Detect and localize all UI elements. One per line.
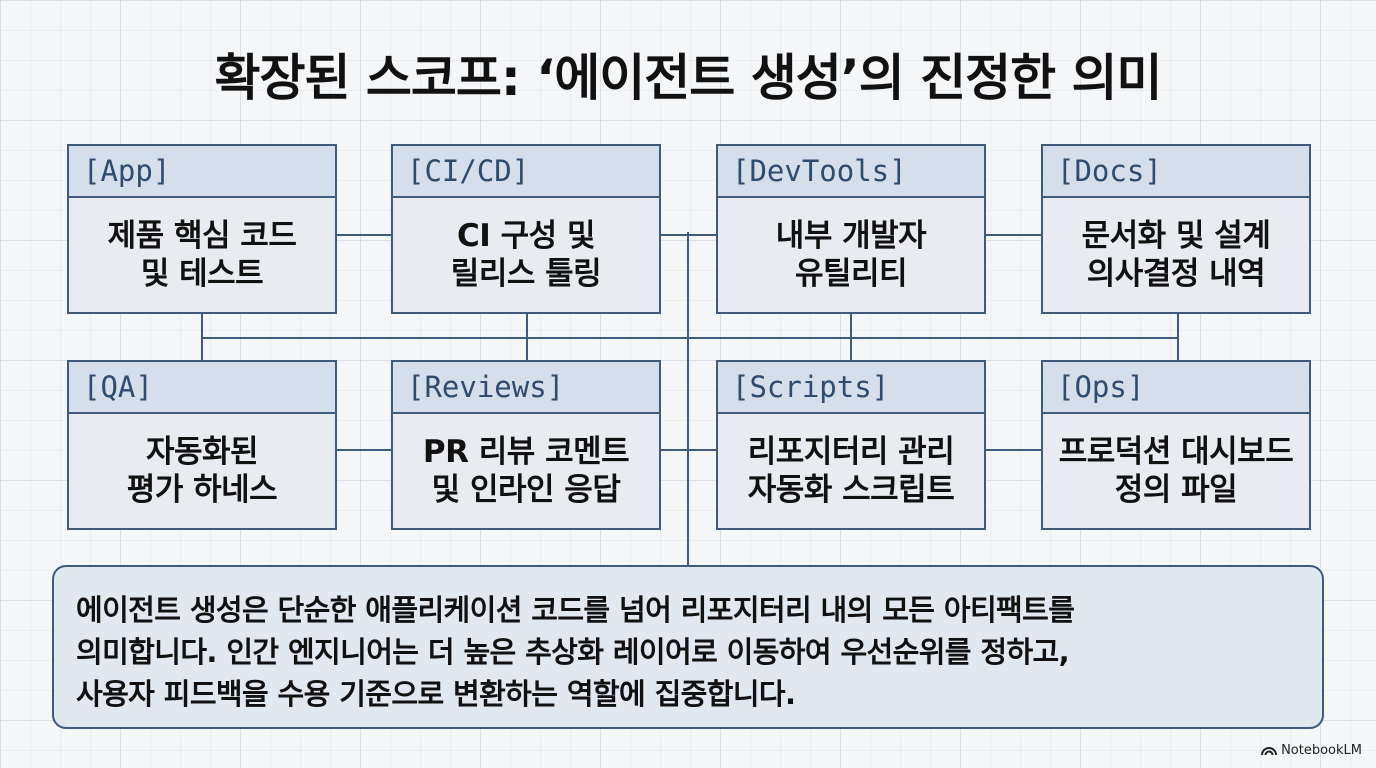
- page-title: 확장된 스코프: ‘에이전트 생성’의 진정한 의미: [214, 49, 1162, 107]
- summary-line: 사용자 피드백을 수용 기준으로 변환하는 역할에 집중합니다.: [76, 677, 796, 711]
- brand-label: NotebookLM: [1281, 743, 1362, 758]
- card-tag: [Reviews]: [393, 362, 659, 414]
- card-tag: [Ops]: [1043, 362, 1309, 414]
- card-tag: [DevTools]: [718, 146, 984, 198]
- card-tag: [Docs]: [1043, 146, 1309, 198]
- notebooklm-logo-icon: [1261, 747, 1278, 756]
- card-tag: [Scripts]: [718, 362, 984, 414]
- card-tag: [App]: [69, 146, 335, 198]
- summary-box: 에이전트 생성은 단순한 애플리케이션 코드를 넘어 리포지터리 내의 모든 아…: [52, 565, 1324, 729]
- card-tag: [CI/CD]: [393, 146, 659, 198]
- summary-line: 에이전트 생성은 단순한 애플리케이션 코드를 넘어 리포지터리 내의 모든 아…: [76, 593, 1075, 627]
- brand-watermark: NotebookLM: [1261, 743, 1362, 758]
- summary-line: 의미합니다. 인간 엔지니어는 더 높은 추상화 레이어로 이동하여 우선순위를…: [76, 635, 1070, 669]
- card-tag: [QA]: [69, 362, 335, 414]
